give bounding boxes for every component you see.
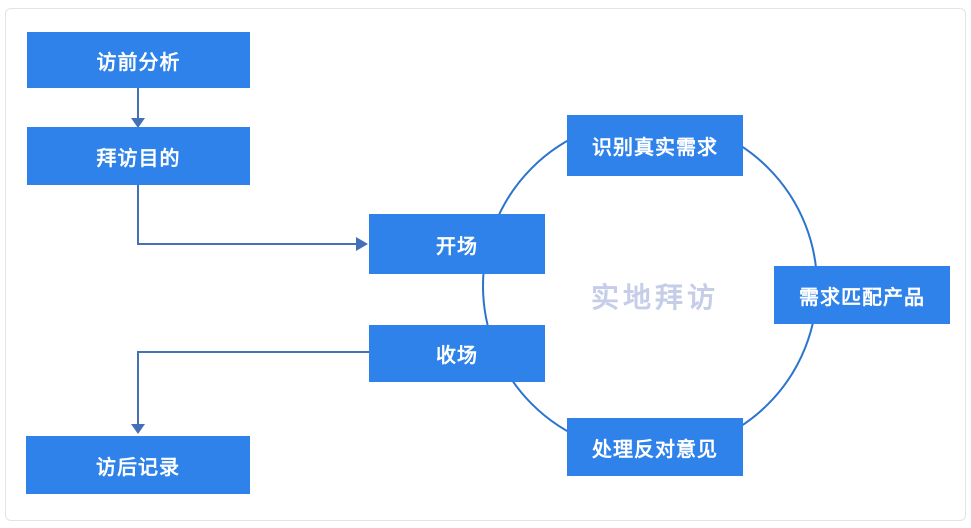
connector-closing-to-record [137, 351, 369, 425]
connector-purpose-to-opening [137, 185, 357, 245]
node-handle-objections: 处理反对意见 [567, 418, 743, 476]
cycle-center-label: 实地拜访 [590, 282, 719, 313]
arrowhead-right-opening [356, 237, 368, 251]
node-closing: 收场 [369, 325, 545, 382]
node-identify-real-needs: 识别真实需求 [567, 115, 743, 176]
node-post-visit-record: 访后记录 [26, 436, 250, 494]
arrowhead-down-record [131, 424, 145, 434]
node-opening: 开场 [369, 214, 545, 274]
node-match-needs-to-product: 需求匹配产品 [774, 266, 950, 324]
node-visit-purpose: 拜访目的 [27, 127, 250, 185]
arrowhead-down-purpose [131, 118, 145, 128]
node-pre-visit-analysis: 访前分析 [27, 32, 250, 88]
